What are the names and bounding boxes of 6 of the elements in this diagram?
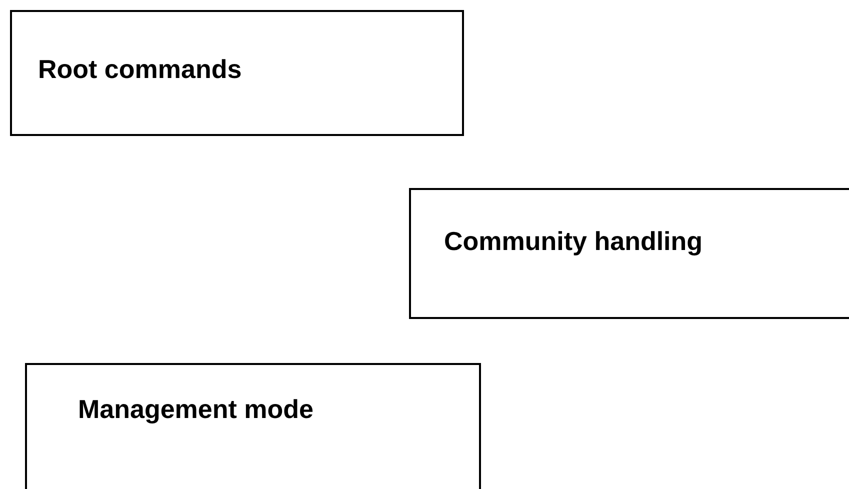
box-label: Root commands	[38, 54, 242, 85]
label-box	[25, 363, 481, 489]
label-box	[10, 10, 464, 136]
box-label: Community handling	[444, 226, 703, 257]
box-label: Management mode	[78, 394, 314, 425]
label-box	[409, 188, 849, 319]
